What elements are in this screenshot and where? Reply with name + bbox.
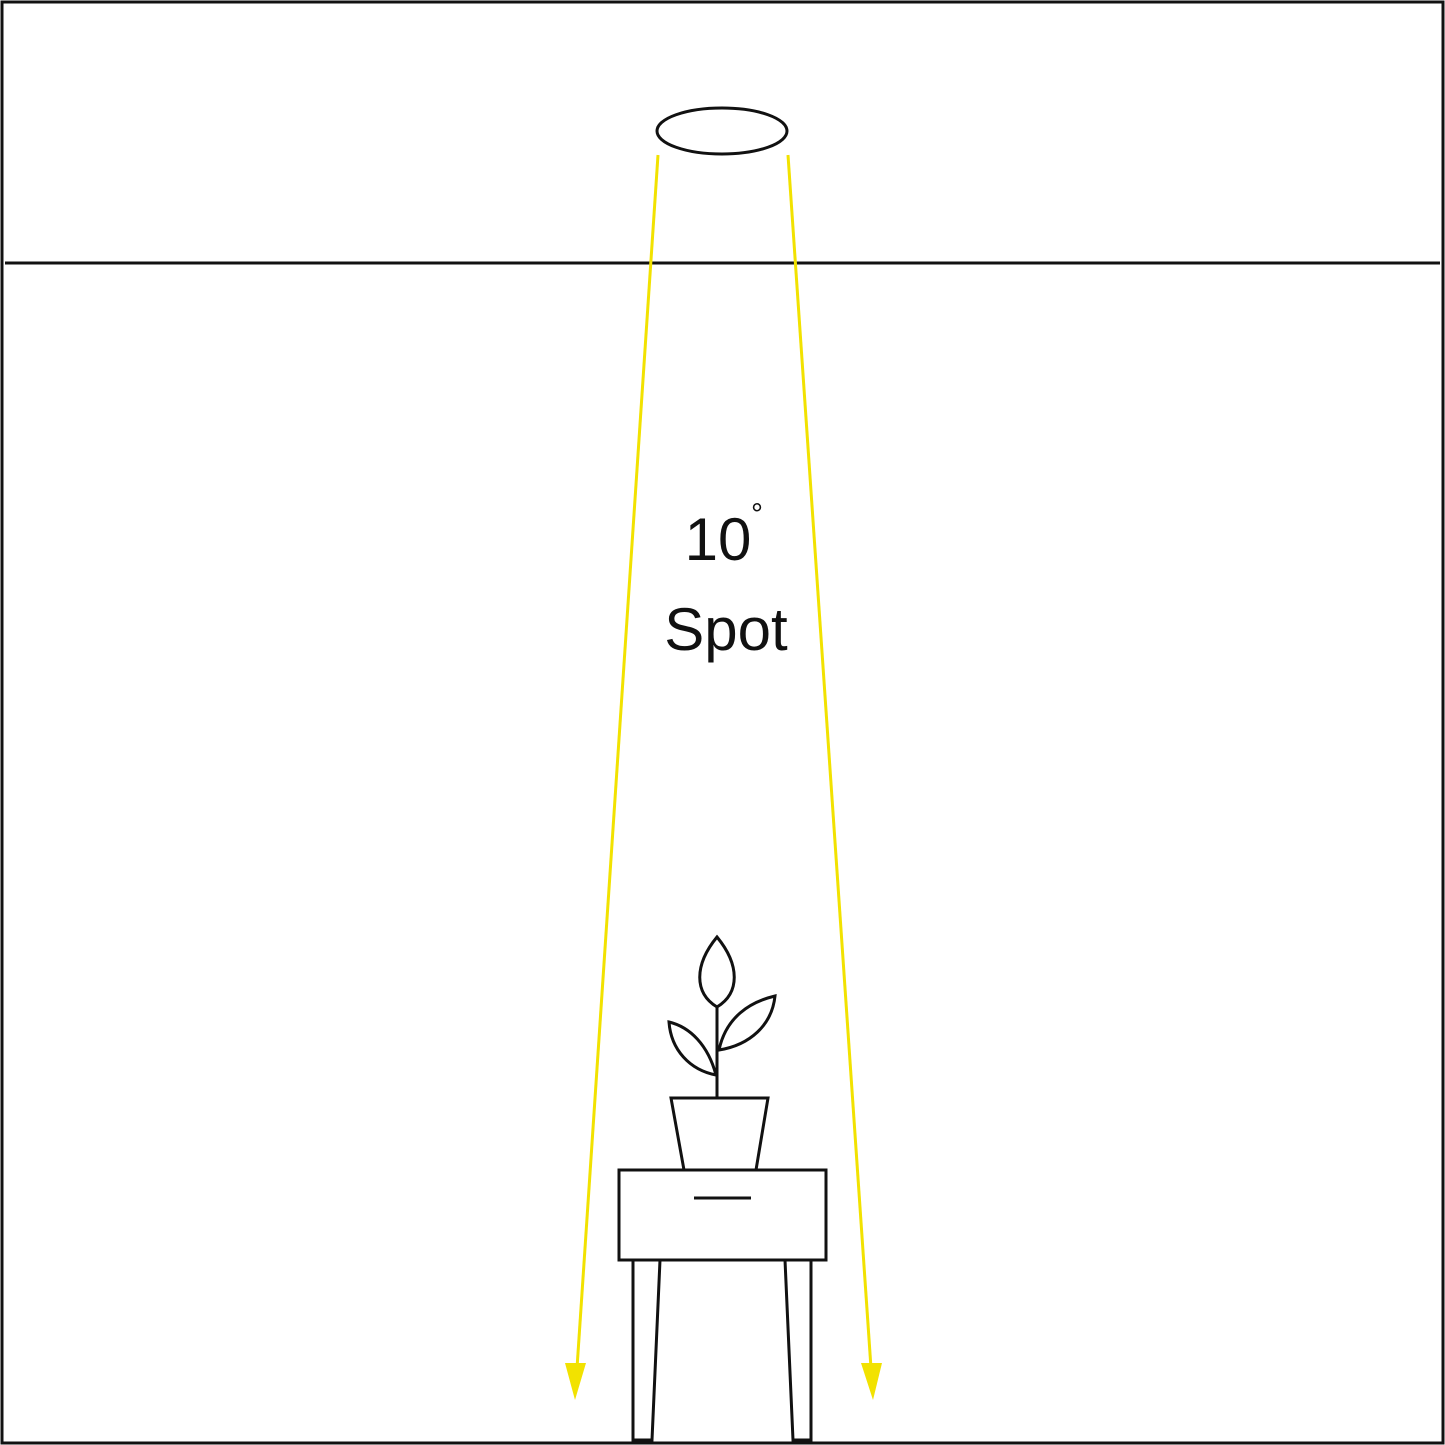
degree-symbol: ° [751, 498, 763, 531]
beam-angle-label: 10 [685, 506, 752, 573]
downlight-fixture-icon [655, 106, 789, 156]
plant-icon [667, 934, 777, 1098]
beam-left-arrow [565, 154, 660, 1400]
beam-type-label: Spot [664, 596, 788, 663]
side-table-icon [617, 1168, 828, 1442]
flower-pot-icon [669, 1096, 770, 1172]
beam-right-arrow [786, 154, 882, 1400]
